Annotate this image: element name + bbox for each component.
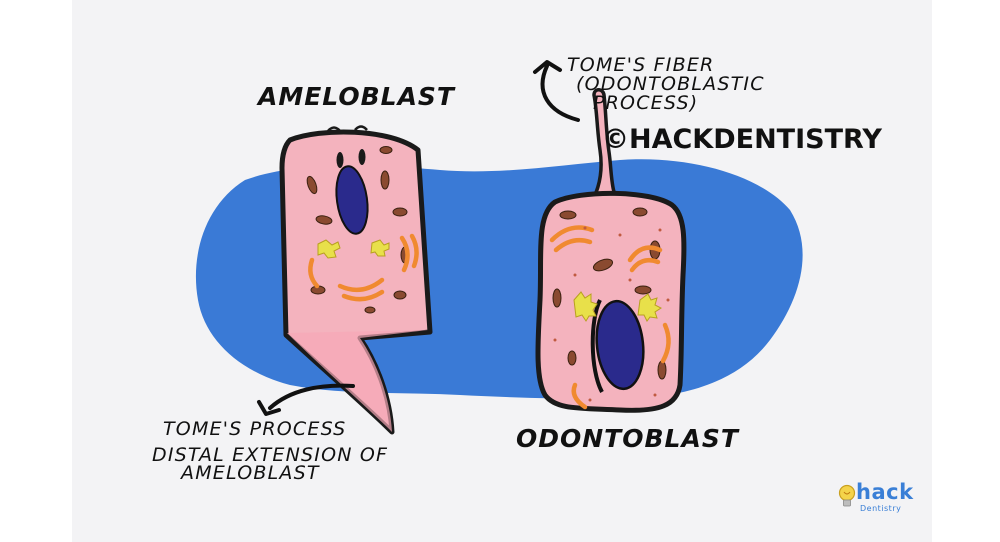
arrow-tomes-fiber — [533, 60, 580, 122]
ameloblast-golgi — [308, 233, 419, 302]
odontoblast-label: ODONTOBLAST — [516, 424, 739, 453]
brand-logo: hack Dentistry — [838, 482, 914, 520]
ameloblast-nucleus — [335, 165, 369, 235]
odontoblast-mitochondria — [552, 207, 667, 380]
brand-subtitle: Dentistry — [860, 504, 902, 513]
brand-wordmark: hack — [856, 480, 914, 504]
tomes-fiber-label-line2: (ODONTOBLASTIC — [576, 73, 765, 95]
ameloblast-mitochondria — [306, 146, 410, 314]
ameloblast-eye-left — [336, 152, 344, 168]
tomes-fiber-label-line1: TOME'S FIBER — [567, 54, 715, 76]
ameloblast-lower-section — [287, 330, 428, 432]
odontoblast-golgi — [549, 225, 671, 410]
odontoblast-granules — [553, 226, 670, 402]
lightbulb-icon — [838, 484, 856, 507]
ameloblast-er — [317, 239, 390, 259]
ameloblast-eyebrow-right — [354, 125, 368, 131]
odontoblast-nucleus — [595, 299, 645, 391]
odontoblast-er — [573, 291, 662, 322]
ameloblast-label: AMELOBLAST — [258, 82, 455, 111]
distal-extension-label-line1: DISTAL EXTENSION OF — [152, 444, 389, 466]
ameloblast-eyebrow-left — [327, 126, 341, 132]
odontoblast-process-fiber — [584, 88, 626, 212]
copyright-watermark: ©HACKDENTISTRY — [602, 124, 882, 155]
ameloblast-eye-right — [358, 149, 366, 165]
odontoblast-cell — [535, 88, 687, 413]
tomes-fiber-label-line3: PROCESS) — [593, 92, 699, 114]
tomes-process-label: TOME'S PROCESS — [163, 418, 347, 440]
ameloblast-cell — [279, 125, 433, 435]
arrow-tomes-process — [257, 383, 355, 416]
distal-extension-label-line2: AMELOBLAST — [181, 462, 320, 484]
